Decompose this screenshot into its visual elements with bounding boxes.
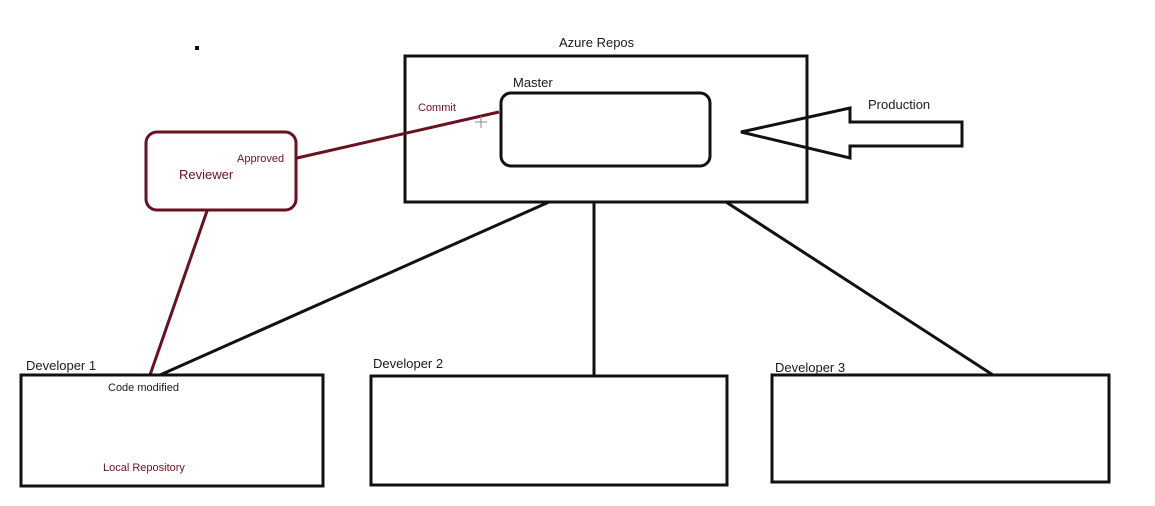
reviewer-label: Reviewer — [179, 167, 234, 182]
review-connector — [148, 210, 209, 376]
commit-connector — [296, 110, 500, 160]
production-label: Production — [868, 97, 931, 112]
azure-repos-box — [403, 54, 809, 204]
developer1-box — [19, 373, 325, 488]
developer2-box — [369, 374, 729, 487]
commit-label: Commit — [418, 102, 456, 114]
master-box — [499, 91, 712, 168]
code-modified-label: Code modified — [108, 382, 179, 394]
stray-dot — [195, 46, 199, 50]
developer1-label: Developer 1 — [26, 358, 97, 373]
developer2-label: Developer 2 — [373, 356, 444, 371]
developer3-label: Developer 3 — [775, 360, 846, 375]
developer3-box — [770, 373, 1111, 484]
repo-to-developer1-line — [159, 200, 550, 377]
approved-label: Approved — [237, 153, 285, 165]
azure-repos-label: Azure Repos — [559, 35, 635, 50]
reviewer-box — [144, 130, 298, 212]
master-label: Master — [513, 75, 553, 90]
local-repository-label: Local Repository — [103, 462, 185, 474]
production-arrow — [740, 106, 964, 160]
repo-to-developer3-line — [725, 200, 994, 377]
